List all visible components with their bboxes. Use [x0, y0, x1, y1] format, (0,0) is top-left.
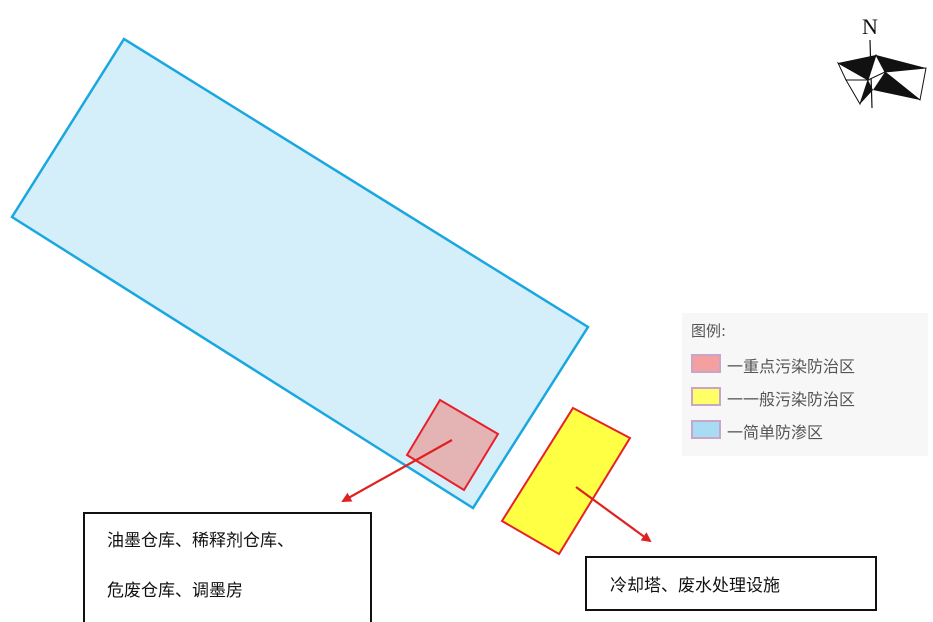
- legend-title: 图例:: [691, 322, 727, 340]
- legend-item-general-zone: 一一般污染防治区: [691, 386, 931, 409]
- legend-swatch-simple-zone: [691, 420, 721, 439]
- left-callout-line-1: 油墨仓库、稀释剂仓库、: [107, 531, 294, 551]
- right-callout-box: 冷却塔、废水处理设施: [585, 556, 877, 611]
- general-pollution-zone: [500, 406, 632, 556]
- legend-swatch-general-zone: [691, 387, 721, 406]
- left-callout-arrow: [341, 439, 453, 502]
- key-pollution-zone: [405, 398, 500, 492]
- legend-item-key-zone: 一重点污染防治区: [691, 353, 931, 376]
- right-callout-text: 冷却塔、废水处理设施: [610, 576, 780, 596]
- simple-seepage-zone: [10, 37, 590, 510]
- legend-label-simple-zone: 一简单防渗区: [727, 423, 824, 442]
- legend-item-simple-zone: 一简单防渗区: [691, 419, 931, 442]
- left-callout-line-2: 危废仓库、调墨房: [107, 581, 243, 601]
- right-callout-arrow: [575, 486, 652, 543]
- north-arrow-compass-icon: [836, 39, 927, 109]
- legend-swatch-key-zone: [691, 354, 721, 373]
- legend: 图例: 一重点污染防治区 一一般污染防治区 一简单防渗区: [682, 313, 928, 456]
- north-label: N: [862, 14, 878, 39]
- legend-label-general-zone: 一一般污染防治区: [727, 390, 856, 409]
- legend-label-key-zone: 一重点污染防治区: [727, 357, 856, 376]
- left-callout-box: 油墨仓库、稀释剂仓库、 危废仓库、调墨房: [83, 512, 372, 622]
